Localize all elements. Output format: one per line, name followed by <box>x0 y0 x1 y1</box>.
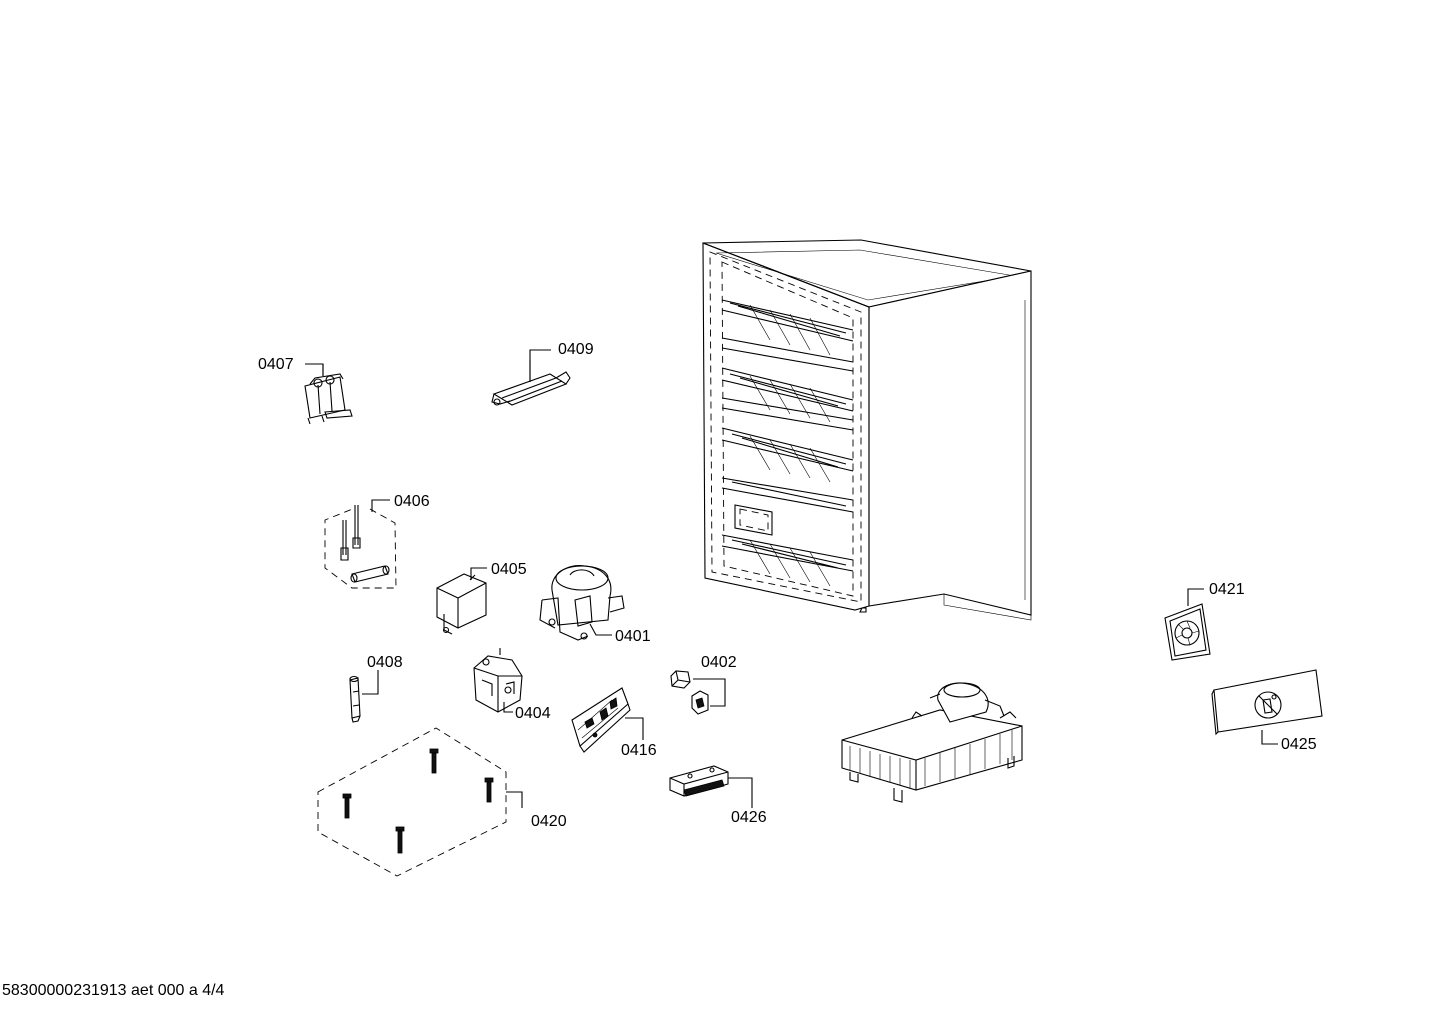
part-0402-drawing <box>670 670 709 715</box>
part-0408-drawing <box>349 675 361 723</box>
part-0420-drawing <box>317 727 507 877</box>
screw-4 <box>395 826 405 854</box>
part-0426-drawing <box>669 765 729 797</box>
screw-2 <box>484 777 494 803</box>
screw-1 <box>429 748 439 774</box>
part-label-0421: 0421 <box>1209 581 1245 598</box>
part-label-0409: 0409 <box>558 341 594 358</box>
cabinet-drawing <box>702 239 1032 621</box>
part-label-0407: 0407 <box>258 356 294 373</box>
leader-0426 <box>728 777 753 808</box>
part-label-0416: 0416 <box>621 742 657 759</box>
machine-compartment-drawing <box>841 682 1023 803</box>
leader-0425 <box>1261 730 1278 745</box>
part-0406-drawing <box>324 505 397 589</box>
part-0409-drawing <box>491 360 571 406</box>
part-0416-drawing <box>571 687 631 753</box>
leader-0404 <box>503 702 513 713</box>
shelf-lines <box>721 299 854 587</box>
leader-0409 <box>529 349 551 382</box>
part-label-0420: 0420 <box>531 813 567 830</box>
leader-0406 <box>371 499 390 512</box>
leader-0402 <box>693 678 726 707</box>
document-code-footer: 58300000231913 aet 000 a 4/4 <box>2 982 225 999</box>
leader-0407 <box>305 363 324 376</box>
part-label-0401: 0401 <box>615 628 651 645</box>
part-labels: 0407 0409 0406 0405 0401 0408 0402 0404 … <box>258 341 1317 830</box>
part-0404-drawing <box>473 648 523 713</box>
part-label-0405: 0405 <box>491 561 527 578</box>
leader-0405 <box>470 567 487 580</box>
part-0405-drawing <box>436 573 487 635</box>
part-label-0426: 0426 <box>731 809 767 826</box>
part-0425-drawing <box>1211 669 1323 736</box>
leader-0401 <box>589 623 612 636</box>
part-label-0406: 0406 <box>394 493 430 510</box>
leader-0420 <box>506 791 523 808</box>
part-0401-drawing <box>539 564 625 641</box>
screw-3 <box>342 793 352 819</box>
part-0421-drawing <box>1164 603 1211 661</box>
part-0407-drawing <box>304 364 353 425</box>
part-label-0404: 0404 <box>515 705 551 722</box>
leader-0421 <box>1187 588 1204 606</box>
leader-0408 <box>362 670 379 695</box>
part-label-0425: 0425 <box>1281 736 1317 753</box>
part-label-0408: 0408 <box>367 654 403 671</box>
part-label-0402: 0402 <box>701 654 737 671</box>
leader-0416 <box>625 717 644 740</box>
